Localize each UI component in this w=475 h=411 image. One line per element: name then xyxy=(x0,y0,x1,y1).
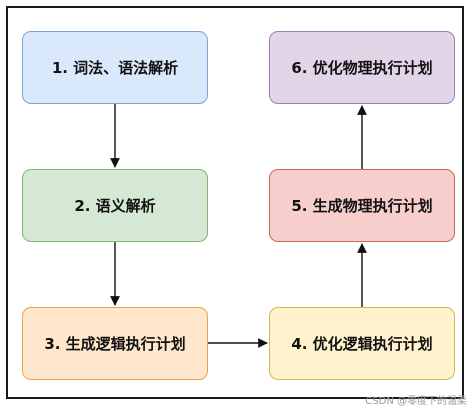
step-1-lexical-syntax-parsing: 1. 词法、语法解析 xyxy=(22,31,208,104)
step-5-generate-physical-plan: 5. 生成物理执行计划 xyxy=(269,169,455,242)
step-6-optimize-physical-plan: 6. 优化物理执行计划 xyxy=(269,31,455,104)
step-3-generate-logical-plan: 3. 生成逻辑执行计划 xyxy=(22,307,208,380)
watermark-text: CSDN @零度下的温柔 xyxy=(365,396,467,407)
step-4-optimize-logical-plan: 4. 优化逻辑执行计划 xyxy=(269,307,455,380)
step-2-semantic-parsing: 2. 语义解析 xyxy=(22,169,208,242)
